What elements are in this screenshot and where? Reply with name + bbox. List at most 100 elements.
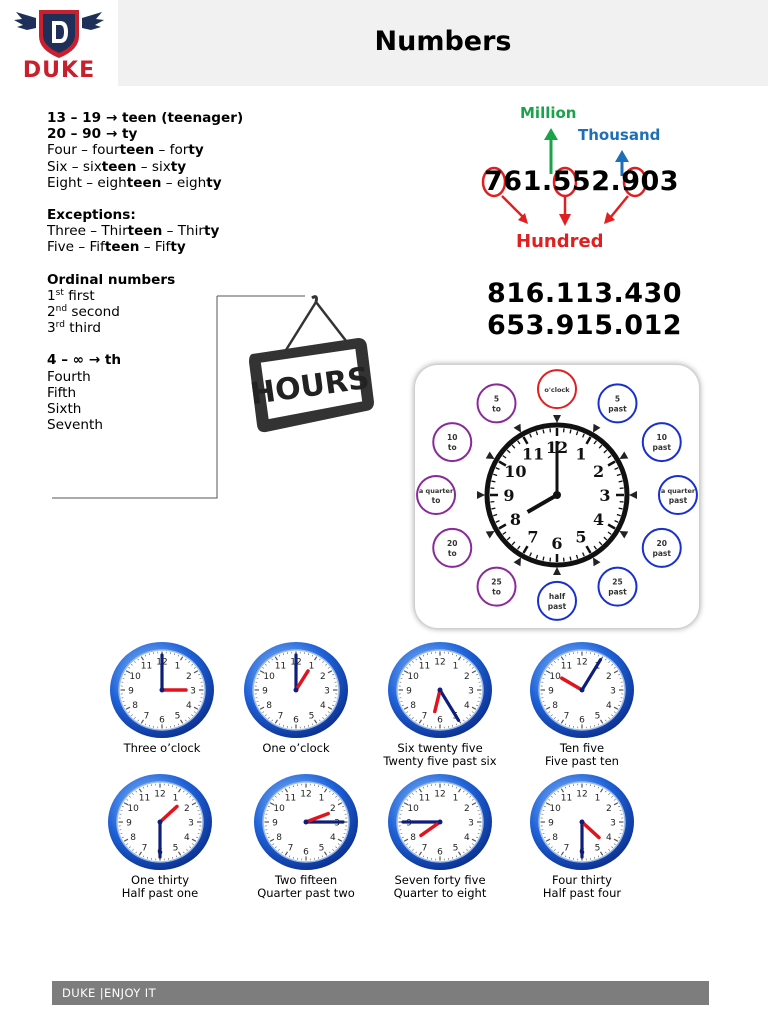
clock-numeral: 4 bbox=[320, 701, 326, 711]
minute-tick bbox=[272, 843, 275, 845]
minute-tick bbox=[608, 793, 610, 795]
minute-tick bbox=[605, 658, 607, 661]
logo: DUKE bbox=[0, 0, 118, 86]
minute-tick bbox=[327, 667, 330, 669]
clock-numeral: 7 bbox=[278, 712, 284, 722]
minute-tick bbox=[593, 785, 596, 788]
caption-line: Ten five bbox=[559, 741, 605, 755]
analog-clock: 121234567891011 bbox=[106, 772, 214, 876]
minute-tick bbox=[529, 552, 532, 557]
minute-tick bbox=[325, 714, 328, 716]
minute-tick bbox=[471, 838, 477, 842]
caption-line: Half past four bbox=[542, 886, 622, 900]
minute-tick bbox=[554, 661, 556, 663]
caption-line: Half past one bbox=[121, 886, 199, 900]
hour-hand bbox=[580, 820, 601, 840]
minute-tick bbox=[412, 717, 414, 719]
bubble-text: half bbox=[549, 592, 566, 601]
hour-hand bbox=[560, 676, 584, 692]
clock-numeral: 11 bbox=[285, 793, 296, 803]
minute-tick bbox=[608, 717, 610, 719]
minute-tick bbox=[342, 806, 345, 808]
minute-tick bbox=[585, 436, 592, 445]
minute-tick bbox=[613, 711, 616, 713]
minute-tick bbox=[598, 444, 603, 449]
minute-tick bbox=[191, 799, 194, 801]
clock-numeral: 3 bbox=[599, 486, 610, 505]
minute-tick bbox=[477, 809, 480, 811]
minute-tick bbox=[322, 661, 324, 663]
minute-tick bbox=[134, 661, 136, 663]
minute-tick bbox=[616, 473, 621, 477]
minute-tick bbox=[123, 838, 129, 842]
minute-tick bbox=[597, 855, 600, 858]
clock-numeral: 3 bbox=[610, 819, 616, 829]
minute-tick bbox=[568, 653, 571, 656]
clock-numeral: 7 bbox=[142, 844, 148, 854]
analog-clock: 121234567891011 bbox=[252, 772, 360, 876]
clock-numeral: 2 bbox=[330, 804, 336, 814]
minute-tick bbox=[292, 785, 295, 788]
ordinal-word: Sixth bbox=[47, 401, 82, 418]
minute-tick bbox=[146, 785, 149, 788]
clock-numeral: 3 bbox=[468, 819, 474, 829]
minute-tick bbox=[611, 664, 614, 666]
clock-numeral: 9 bbox=[548, 819, 554, 829]
minute-tick bbox=[138, 788, 143, 793]
minute-tick bbox=[191, 802, 197, 806]
minute-tick bbox=[307, 724, 310, 727]
minute-tick bbox=[618, 674, 621, 676]
minute-tick bbox=[325, 664, 328, 666]
shield-logo-icon bbox=[14, 10, 104, 58]
clock-numeral: 1 bbox=[319, 793, 325, 803]
minute-tick bbox=[284, 851, 289, 856]
minute-tick bbox=[193, 667, 196, 669]
minute-tick bbox=[332, 849, 334, 851]
minute-tick bbox=[189, 796, 192, 798]
clock-numeral: 1 bbox=[175, 661, 181, 671]
teen-rule: 13 – 19 → teen (teenager) bbox=[47, 110, 244, 126]
clock-numeral: 4 bbox=[464, 701, 470, 711]
clock-center bbox=[579, 687, 585, 693]
minute-tick bbox=[476, 836, 479, 838]
clock-numeral: 1 bbox=[453, 661, 459, 671]
minute-tick bbox=[613, 843, 616, 845]
minute-tick bbox=[418, 656, 423, 661]
minute-tick bbox=[613, 838, 619, 842]
minute-tick bbox=[557, 851, 559, 854]
minute-tick bbox=[529, 433, 532, 438]
minute-tick bbox=[491, 507, 496, 510]
minute-tick bbox=[403, 706, 409, 710]
minute-tick bbox=[148, 653, 151, 656]
minute-tick bbox=[186, 793, 188, 795]
minute-tick bbox=[322, 717, 324, 719]
page-header: DUKE Numbers bbox=[0, 0, 768, 86]
minute-tick bbox=[418, 788, 423, 793]
minute-tick bbox=[618, 806, 621, 808]
minute-tick bbox=[569, 429, 572, 434]
minute-tick bbox=[542, 833, 545, 835]
minute-tick bbox=[477, 677, 480, 679]
bubble-text: 20 bbox=[447, 539, 457, 548]
minute-tick bbox=[455, 786, 458, 789]
minute-tick bbox=[593, 653, 596, 656]
minute-tick bbox=[585, 545, 592, 554]
minute-tick bbox=[198, 704, 201, 706]
clock-numeral: 3 bbox=[468, 687, 474, 697]
clock-numeral: 9 bbox=[272, 819, 278, 829]
clock-numeral: 2 bbox=[464, 672, 470, 682]
analog-clock: 121234567891011 bbox=[242, 640, 350, 744]
minute-tick bbox=[197, 833, 200, 835]
ty-rule: 20 – 90 → ty bbox=[47, 126, 138, 143]
example-line: Six – sixteen – sixty bbox=[47, 158, 187, 175]
minute-tick bbox=[619, 677, 622, 679]
minute-tick bbox=[327, 670, 333, 674]
pointer-arrow-icon bbox=[593, 557, 601, 567]
clock-numeral: 9 bbox=[126, 819, 132, 829]
clock-numeral: 11 bbox=[139, 793, 150, 803]
bubble-text: past bbox=[669, 496, 688, 505]
minute-tick bbox=[593, 724, 596, 727]
clock-numeral: 12 bbox=[434, 658, 445, 668]
bubble-text: 10 bbox=[447, 433, 457, 442]
